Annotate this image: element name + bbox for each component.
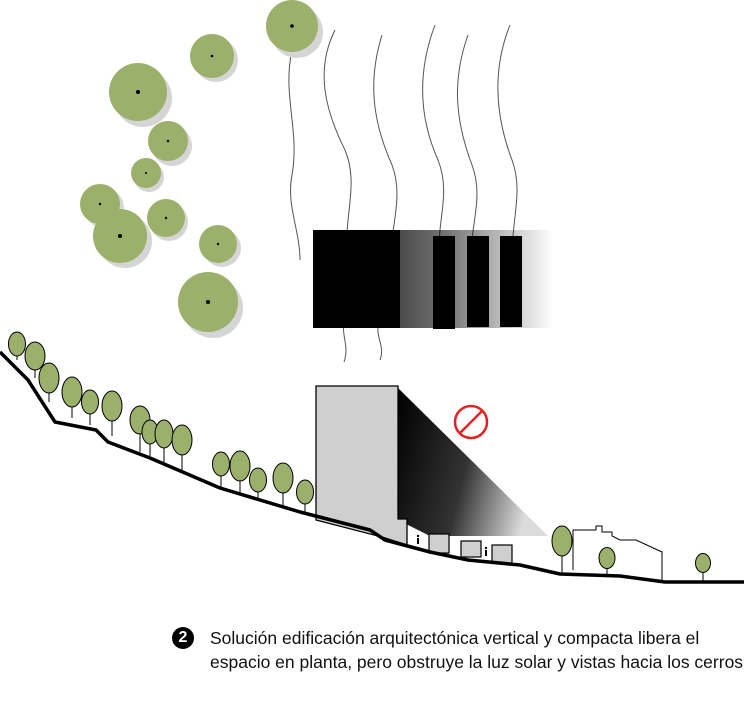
tree-icon: [38, 362, 60, 402]
tree-icon: [190, 34, 238, 82]
cast-shadow: [398, 388, 548, 536]
neighbor-houses-outline: [572, 525, 663, 582]
wind-lines: [288, 24, 518, 363]
tree-icon: [272, 462, 294, 506]
ground-line: [0, 350, 744, 584]
tall-building: [315, 385, 408, 546]
tree-icon: [551, 525, 573, 573]
tree-icon: [598, 547, 616, 576]
tree-icon: [101, 390, 123, 436]
building-plan: [313, 230, 553, 329]
tree-icon: [131, 158, 164, 192]
tree-icon: [229, 450, 251, 495]
tree-icon: [249, 467, 267, 500]
architecture-diagram: [0, 0, 744, 584]
section-view: [0, 331, 744, 584]
tree-icon: [109, 63, 172, 127]
caption-text: Solución edificación arquitectónica vert…: [210, 628, 744, 672]
plan-trees: [80, 0, 323, 338]
caption-number-badge: 2: [172, 627, 194, 649]
tree-icon: [266, 0, 323, 58]
tree-icon: [212, 451, 230, 488]
plan-view: [80, 0, 553, 363]
tree-icon: [199, 225, 241, 267]
tree-icon: [24, 341, 46, 378]
tree-icon: [154, 419, 174, 462]
tree-icon: [81, 389, 99, 425]
tree-icon: [695, 553, 711, 582]
tree-icon: [171, 424, 193, 470]
tree-icon: [147, 199, 188, 241]
tree-icon: [61, 376, 83, 418]
section-trees: [8, 331, 711, 582]
prohibited-icon: [453, 404, 489, 440]
person-icon: [484, 546, 488, 556]
person-icon: [416, 534, 420, 544]
tree-icon: [93, 209, 152, 268]
tree-icon: [148, 121, 192, 166]
small-houses: [428, 533, 513, 564]
tree-icon: [296, 479, 314, 512]
tree-icon: [8, 331, 26, 360]
tree-icon: [178, 272, 243, 338]
